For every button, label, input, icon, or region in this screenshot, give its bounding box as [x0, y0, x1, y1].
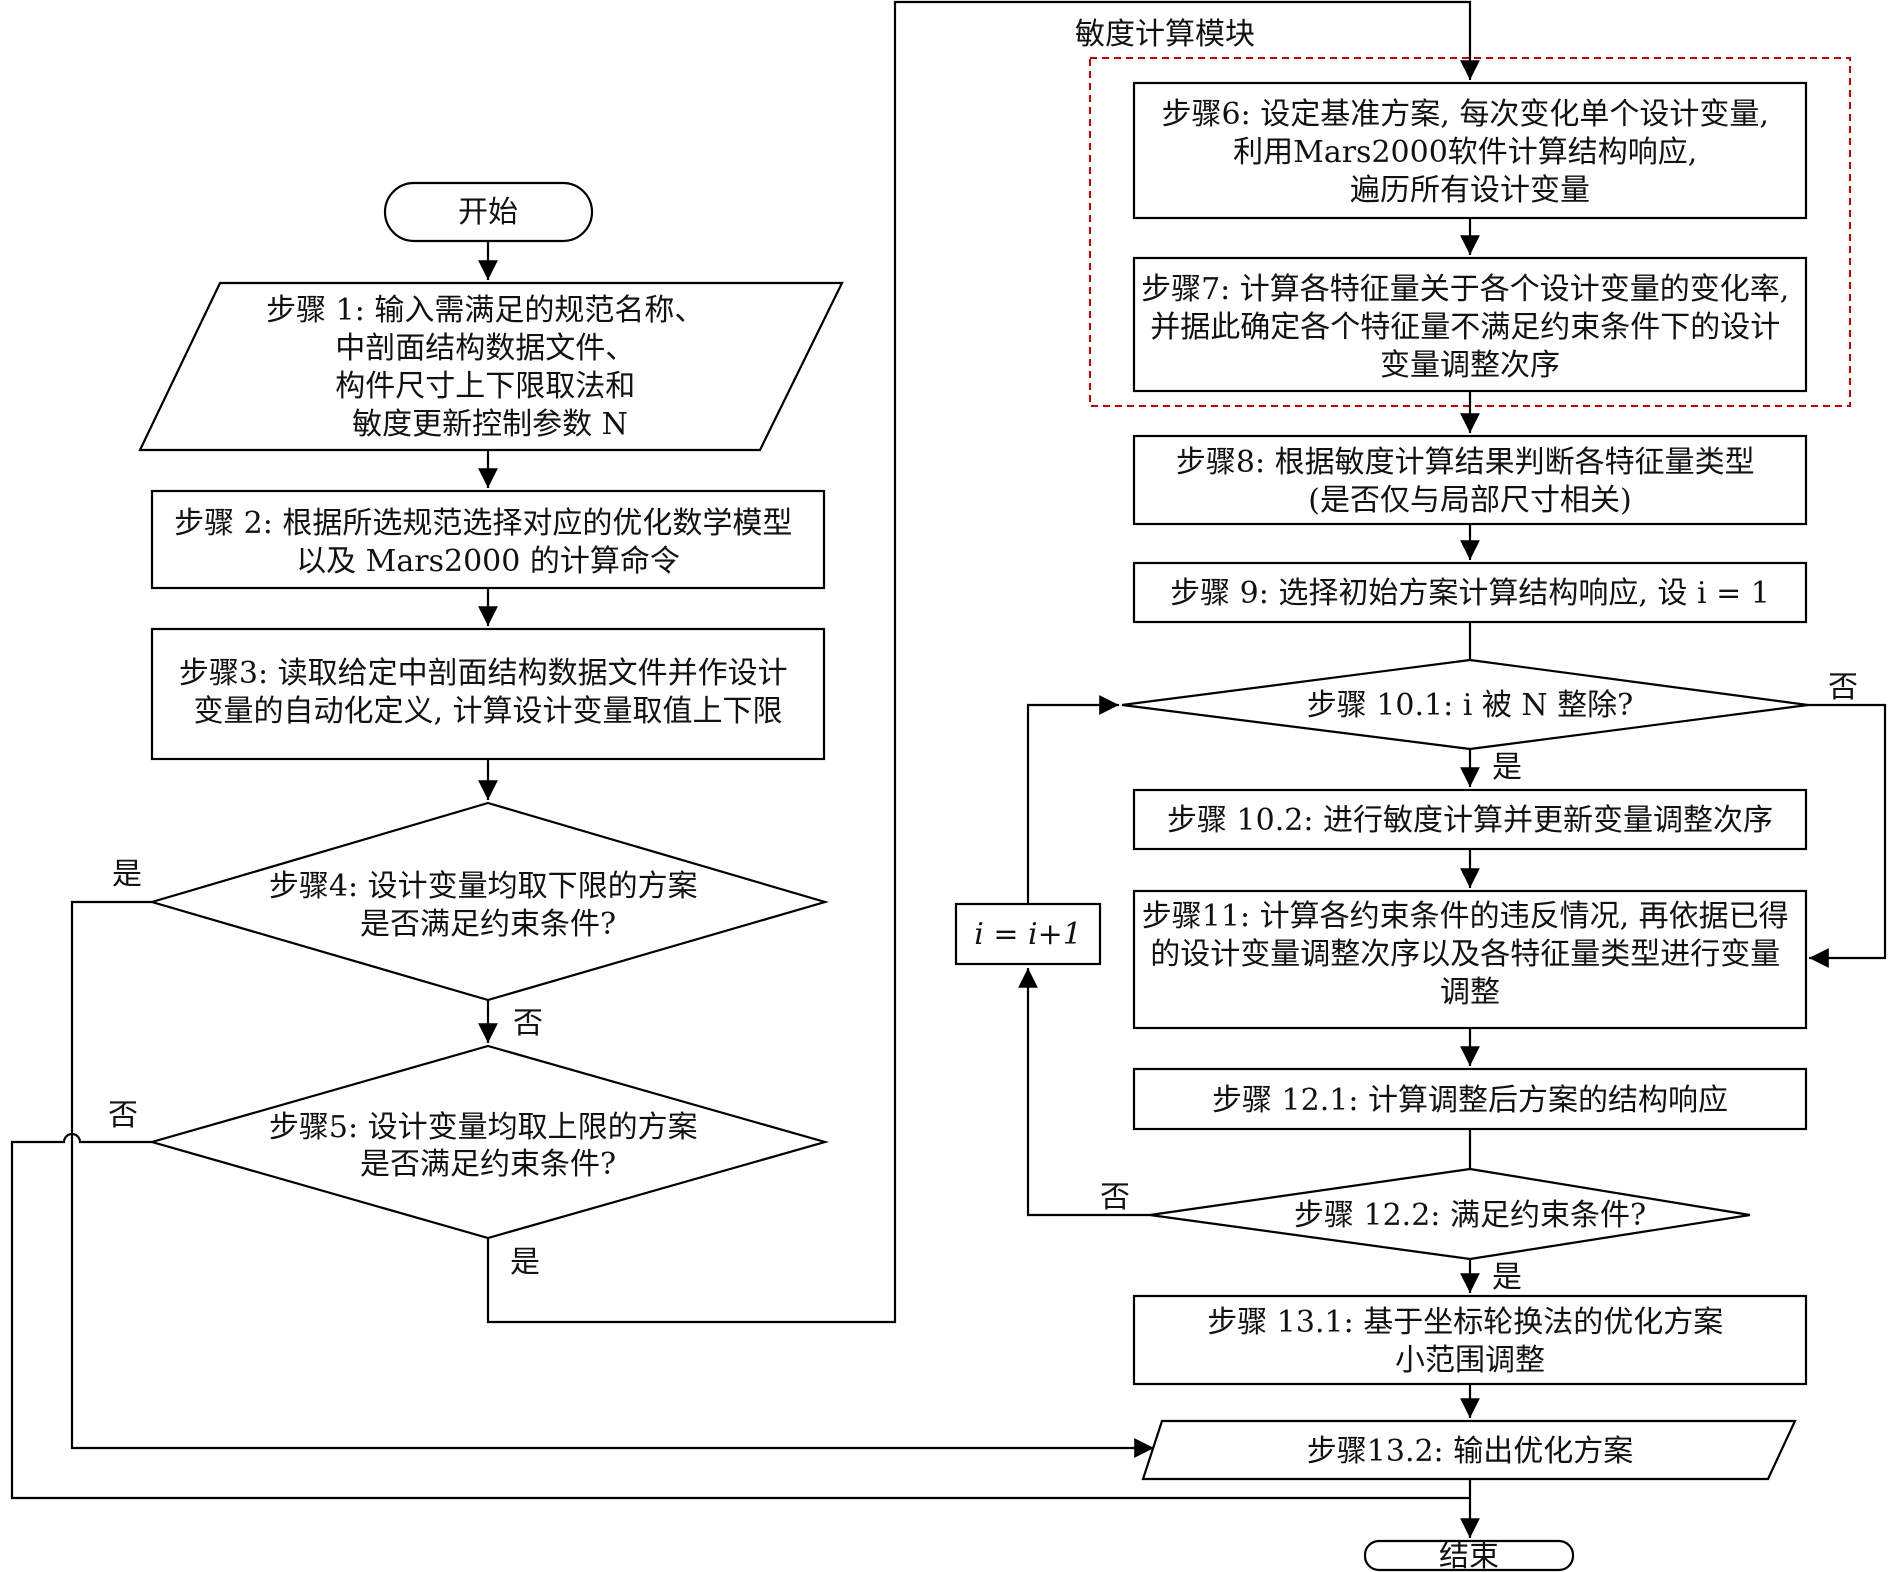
step8-box — [1132, 434, 1808, 526]
step5-yes-label: 是 — [510, 1245, 540, 1280]
step5-text: 步骤5: 设计变量均取上限的方案 是否满足约束条件? — [269, 1110, 707, 1182]
step9-text: 步骤 9: 选择初始方案计算结构响应, 设 i = 1 — [1170, 576, 1770, 611]
step1-text: 步骤 1: 输入需满足的规范名称、 中剖面结构数据文件、 构件尺寸上下限取法和 … — [266, 293, 714, 442]
step7-text: 步骤7: 计算各特征量关于各个设计变量的变化率, 并据此确定各个特征量不满足约束… — [1141, 272, 1799, 383]
step3-text: 步骤3: 读取给定中剖面结构数据文件并作设计 变量的自动化定义, 计算设计变量取… — [179, 656, 797, 729]
step13-2-output — [1141, 1419, 1797, 1481]
step7-box — [1132, 256, 1808, 393]
step10-1-text: 步骤 10.1: i 被 N 整除? — [1307, 688, 1634, 723]
step13-1-text: 步骤 13.1: 基于坐标轮换法的优化方案 小范围调整 — [1207, 1305, 1733, 1378]
step4-text: 步骤4: 设计变量均取下限的方案 是否满足约束条件? — [269, 869, 707, 942]
step2-text: 步骤 2: 根据所选规范选择对应的优化数学模型 以及 Mars2000 的计算命… — [174, 506, 802, 579]
step10-2-text: 步骤 10.2: 进行敏度计算并更新变量调整次序 — [1167, 803, 1773, 838]
step8-text: 步骤8: 根据敏度计算结果判断各特征量类型 (是否仅与局部尺寸相关) — [1176, 445, 1764, 518]
step10-1-yes-label: 是 — [1492, 750, 1522, 785]
increment-box — [954, 902, 1102, 966]
step6-box — [1132, 81, 1808, 220]
step13-1-box — [1132, 1294, 1808, 1386]
step6-text: 步骤6: 设定基准方案, 每次变化单个设计变量, 利用Mars2000软件计算结… — [1162, 97, 1779, 208]
step12-2-text: 步骤 12.2: 满足约束条件? — [1294, 1198, 1646, 1233]
step10-1-no-label: 否 — [1828, 670, 1858, 705]
step2-box — [150, 489, 826, 590]
step12-2-no-label: 否 — [1100, 1180, 1130, 1215]
step9-box — [1132, 561, 1808, 624]
step13-2-text: 步骤13.2: 输出优化方案 — [1307, 1434, 1633, 1469]
step4-no-label: 否 — [513, 1006, 543, 1041]
module-label: 敏度计算模块 — [1075, 17, 1255, 52]
end-label: 结束 — [1439, 1539, 1499, 1572]
end-terminal — [1363, 1539, 1575, 1572]
step4-yes-label: 是 — [112, 857, 142, 892]
step12-2-yes-label: 是 — [1492, 1260, 1522, 1295]
step3-box — [150, 627, 826, 761]
step1-input — [138, 281, 844, 452]
step11-text: 步骤11: 计算各约束条件的违反情况, 再依据已得 的设计变量调整次序以及各特征… — [1142, 899, 1798, 1010]
step11-box — [1132, 889, 1808, 1030]
step12-1-box — [1132, 1067, 1808, 1131]
start-label: 开始 — [458, 195, 518, 230]
step5-no-label: 否 — [108, 1098, 138, 1133]
step10-2-box — [1132, 788, 1808, 851]
increment-text: i = i+1 — [974, 917, 1082, 952]
step12-1-text: 步骤 12.1: 计算调整后方案的结构响应 — [1212, 1083, 1728, 1118]
